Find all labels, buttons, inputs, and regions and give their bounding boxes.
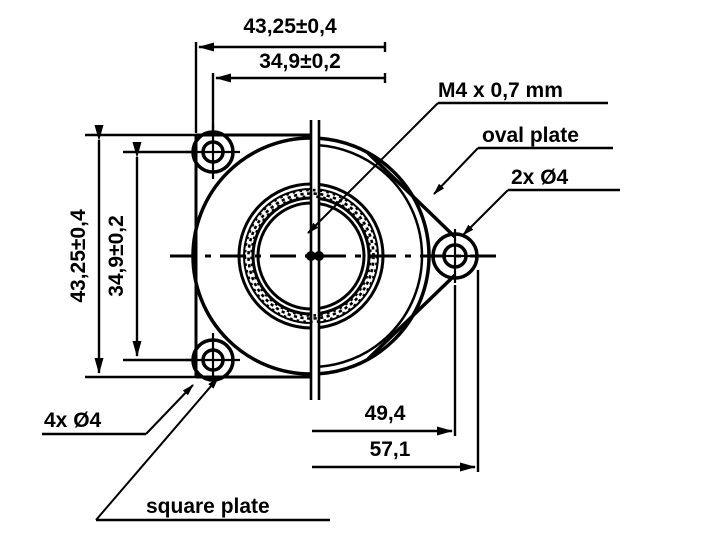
center-mark [306, 251, 324, 261]
dimension-left-outer [85, 125, 196, 379]
dimension-bottom-inner [312, 285, 457, 436]
dimension-top-outer-label: 43,25±0,4 [243, 15, 337, 38]
label-thread: M4 x 0,7 mm [438, 79, 563, 102]
dimension-bottom-inner-label: 49,4 [365, 402, 406, 425]
leader-line [433, 147, 479, 195]
leader-square-plate [95, 377, 330, 522]
leader-line [95, 377, 219, 521]
leader-line [462, 189, 509, 236]
dimension-left-inner [123, 142, 196, 362]
dimension-top-outer [194, 42, 387, 133]
dimension-left-outer-label: 43,25±0,4 [67, 209, 90, 303]
leader-line [307, 102, 439, 234]
bore-inner-circle-right [319, 202, 366, 310]
leader-two-holes [462, 188, 620, 236]
leader-oval-plate [433, 146, 613, 195]
leader-line [145, 384, 194, 435]
label-square-plate: square plate [146, 495, 270, 518]
dimension-top-inner-label: 34,9±0,2 [259, 50, 341, 73]
bore-thread-inner [251, 196, 311, 316]
dimension-bottom-outer-label: 57,1 [370, 438, 411, 461]
dimension-bottom-outer [312, 270, 480, 472]
bore-thread-inner-right [319, 197, 371, 315]
dimension-left-inner-label: 34,9±0,2 [105, 215, 128, 297]
oval-plate-upper-flank [366, 151, 457, 239]
leader-four-holes [42, 384, 194, 436]
label-two-holes: 2x Ø4 [511, 166, 569, 189]
label-four-holes: 4x Ø4 [44, 409, 102, 432]
leader-thread [307, 101, 608, 234]
dimension-top-inner [211, 73, 387, 133]
label-oval-plate: oval plate [482, 124, 579, 147]
oval-plate-lower-flank [366, 273, 457, 361]
